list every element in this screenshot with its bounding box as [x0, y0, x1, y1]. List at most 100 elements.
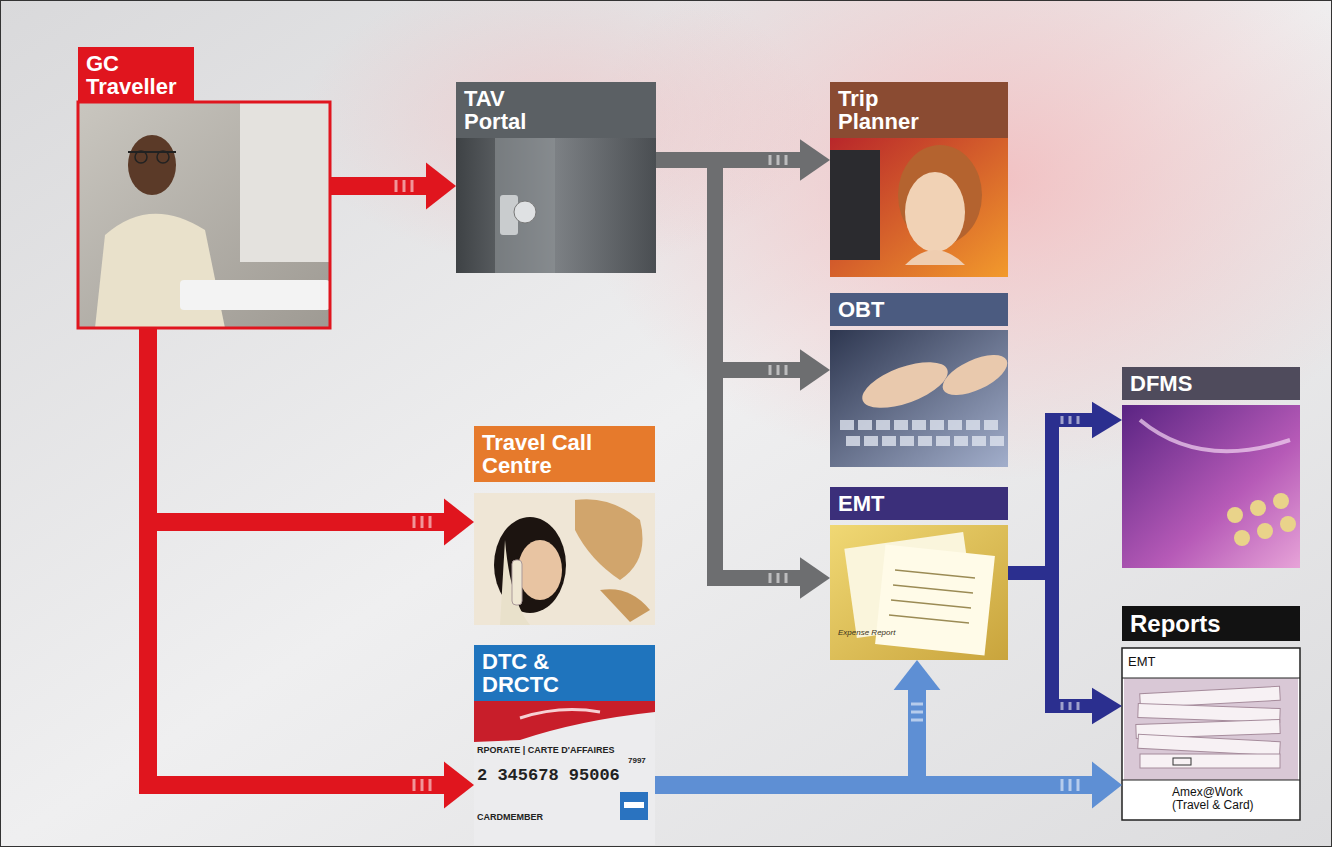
arrow-stripe [911, 711, 923, 714]
arrow-stripe [769, 365, 772, 375]
card-photo-part [620, 792, 648, 820]
keyboard-photo-part-part [918, 436, 932, 446]
arrow-stripe [785, 365, 788, 375]
keyboard-photo-part-part [966, 420, 980, 430]
dfms-photo-part [1122, 405, 1300, 568]
arrow-stripe [777, 573, 780, 583]
arrow-stripe [1061, 416, 1064, 424]
traveller-photo-part [157, 151, 169, 163]
traveller-photo-part [128, 151, 176, 153]
reports-panel-part [1122, 678, 1300, 780]
expense-report-photo-part [875, 545, 995, 656]
box-title: Travel Call Centre [482, 431, 632, 477]
flow-arrow [148, 328, 474, 808]
reports-panel [1122, 648, 1300, 820]
call-centre-photo-part [474, 493, 655, 625]
keyboard-photo-part [840, 420, 1004, 446]
arrow-stripe [413, 516, 416, 528]
flow-arrow [1008, 402, 1122, 573]
arrow-stripe [403, 180, 406, 192]
expense-report-photo [830, 525, 1008, 660]
keyboard-photo-part-part [840, 420, 854, 430]
arrow-shaft [655, 690, 917, 785]
call-centre-photo-part [575, 499, 643, 580]
call-centre-photo [474, 493, 655, 625]
box-header: DFMS [1122, 367, 1300, 400]
arrow-stripe [785, 155, 788, 165]
trip-planner-photo-part [830, 150, 880, 260]
traveller-photo-part [135, 151, 147, 163]
form-title: Expense Report [838, 628, 895, 637]
card-photo-part [624, 802, 644, 808]
arrow-stripe [1069, 779, 1072, 791]
keyboard-photo-part [937, 347, 1013, 404]
arrow-stripe [1077, 702, 1080, 710]
dfms-photo-part-part [1234, 530, 1250, 546]
arrow-stripe [785, 573, 788, 583]
keyboard-photo-part-part [954, 436, 968, 446]
reports-panel-part [1173, 758, 1191, 765]
arrow-stripe [777, 155, 780, 165]
box-header: GC Traveller [78, 47, 194, 103]
traveller-photo-part [180, 280, 330, 310]
expense-report-photo-part-part [895, 570, 975, 578]
arrow-shaft [148, 328, 444, 785]
reports-panel-part-part [1140, 754, 1280, 768]
report-entry: EMT [1128, 655, 1288, 669]
door-photo-part [514, 201, 536, 223]
arrow-head [444, 762, 474, 809]
report-entry: Amex@Work (Travel & Card) [1172, 786, 1272, 812]
box-header: EMT [830, 487, 1008, 520]
box-title: Reports [1130, 611, 1290, 636]
flow-arrow [1008, 573, 1122, 724]
arrow-shaft [1008, 420, 1092, 573]
expense-report-photo-part [889, 570, 975, 623]
dfms-photo [1122, 405, 1300, 568]
traveller-photo-part [128, 135, 176, 195]
arrow-stripe [1069, 416, 1072, 424]
box-title: TAV Portal [464, 87, 554, 133]
arrow-stripe [1061, 779, 1064, 791]
flow-arrow [655, 660, 940, 785]
finance-box: DFMS [1122, 367, 1300, 568]
door-photo-part [456, 137, 656, 273]
arrow-head [426, 163, 456, 210]
keyboard-photo-part [830, 330, 1008, 467]
expense-report-photo-part-part [889, 615, 969, 623]
arrow-stripe [421, 516, 424, 528]
keyboard-photo-part-part [990, 436, 1004, 446]
card-photo-part [520, 710, 600, 718]
arrow-head [800, 139, 830, 181]
expense-report-photo-part-part [891, 600, 971, 608]
card-photo-part [474, 700, 655, 742]
box-header: Reports [1122, 606, 1300, 641]
arrow-head [444, 499, 474, 546]
keyboard-photo-part-part [864, 436, 878, 446]
keyboard-photo-part-part [894, 420, 908, 430]
arrow-head [800, 349, 830, 391]
arrow-stripe [429, 516, 432, 528]
dfms-photo-part-part [1250, 500, 1266, 516]
card-photo-part [474, 700, 655, 845]
arrow-stripe [769, 573, 772, 583]
card-text: RPORATE | CARTE D'AFFAIRES [477, 745, 615, 755]
keyboard-photo-part-part [846, 436, 860, 446]
flow-arrow [656, 160, 830, 599]
keyboard-photo-part-part [948, 420, 962, 430]
expense-report-photo-part-part [893, 585, 973, 593]
keyboard-photo-part-part [876, 420, 890, 430]
dfms-photo-part [1227, 493, 1296, 546]
door-photo-part [495, 137, 555, 273]
box-title: EMT [838, 492, 998, 515]
trip-planner-photo-part [830, 137, 1008, 277]
keyboard-photo-part-part [858, 420, 872, 430]
planner-box: Trip Planner [830, 82, 1008, 277]
call-centre-box: Travel Call Centre [474, 426, 655, 625]
traveller-photo-part [78, 102, 330, 328]
box-title: Trip Planner [838, 87, 938, 133]
arrow-head [800, 557, 830, 599]
arrow-shaft [330, 177, 426, 195]
